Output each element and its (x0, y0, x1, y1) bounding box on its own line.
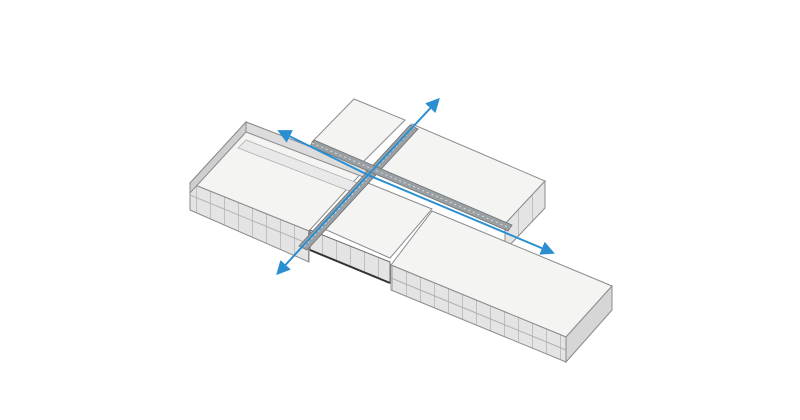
arrow-south-east (367, 174, 555, 255)
arrow-north-west (277, 130, 369, 176)
block-west (189, 120, 367, 263)
walkway-nw-se (309, 139, 513, 232)
arrow-south-west (276, 174, 369, 276)
arrow-north-east (367, 97, 440, 176)
block-south-east (390, 210, 613, 364)
circulation-arrows (276, 97, 555, 276)
